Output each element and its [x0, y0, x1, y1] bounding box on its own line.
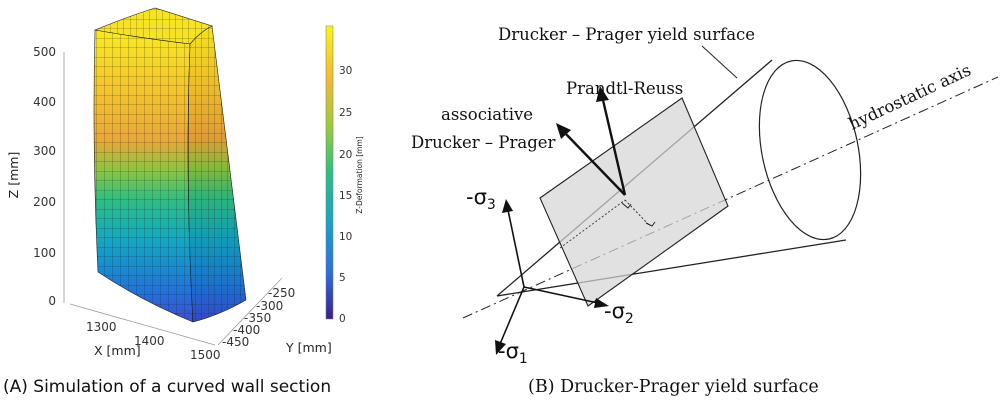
prandtl-reuss-label: Prandtl-Reuss — [566, 79, 683, 98]
dotted-projection — [559, 199, 626, 249]
stress-axes — [495, 199, 609, 355]
yield-surface-label: Drucker – Prager yield surface — [498, 25, 755, 44]
z-tick: 500 — [33, 45, 56, 59]
panel-a: 0 100 200 300 400 500 Z [mm] 1300 1400 1… — [3, 7, 364, 397]
right-angle-mark — [621, 202, 632, 209]
x-axis-line — [69, 303, 216, 346]
sigma1-arrowhead — [495, 340, 506, 355]
y-tick: -300 — [256, 299, 283, 313]
colorbar: 0 5 10 15 20 25 30 Z-Deformation [mm] — [325, 25, 364, 325]
y-tick: -450 — [222, 335, 249, 349]
wall-side-grid — [188, 26, 246, 322]
y-axis: -250 -300 -350 -400 -450 Y [mm] — [217, 277, 332, 355]
colorbar-label: Z-Deformation [mm] — [355, 136, 364, 213]
deviatoric-plane — [539, 97, 729, 307]
y-tick: -400 — [233, 323, 260, 337]
x-tick: 1300 — [86, 320, 117, 334]
drucker-prager-label: Drucker – Prager — [411, 133, 556, 152]
panel-b: -σ3 -σ2 -σ1 Drucker – Prager yield surfa… — [411, 25, 999, 397]
wall-top-grid — [95, 8, 212, 44]
hydrostatic-axis-label: hydrostatic axis — [846, 60, 974, 133]
wall-mesh — [93, 7, 247, 323]
colorbar-tick: 5 — [339, 272, 346, 284]
colorbar-tick: 0 — [339, 313, 346, 325]
sigma2-axis — [523, 286, 599, 304]
x-tick: 1400 — [134, 334, 165, 348]
right-angle-mark — [645, 221, 656, 227]
y-axis-label: Y [mm] — [285, 340, 332, 355]
z-tick: 100 — [33, 246, 56, 260]
z-axis-label: Z [mm] — [6, 152, 21, 199]
sigma3-label: -σ3 — [466, 185, 496, 213]
z-tick: 0 — [48, 294, 56, 308]
z-axis: 0 100 200 300 400 500 Z [mm] — [6, 45, 65, 308]
colorbar-tick: 25 — [339, 107, 352, 119]
y-tick: -250 — [268, 286, 295, 300]
sigma3-arrowhead — [502, 199, 513, 213]
prandtl-reuss-arrowhead — [596, 86, 609, 102]
prandtl-reuss-arrow — [601, 99, 627, 196]
sigma2-label: -σ2 — [604, 299, 634, 327]
z-tick: 400 — [33, 95, 56, 109]
hydrostatic-axis-line — [462, 76, 999, 319]
cone-base-ellipse — [758, 59, 862, 241]
y-axis-line — [217, 277, 283, 346]
caption-a: (A) Simulation of a curved wall section — [3, 377, 331, 397]
associative-arrow — [564, 132, 626, 196]
z-tick: 300 — [33, 144, 56, 158]
x-axis: 1300 1400 1500 X [mm] — [69, 303, 221, 362]
colorbar-tick: 20 — [339, 149, 352, 161]
yield-surface-leader — [701, 45, 738, 79]
wall-front-grid — [94, 30, 193, 322]
associative-arrowhead — [556, 123, 571, 139]
sigma2-arrowhead — [594, 298, 609, 308]
colorbar-tick: 15 — [339, 190, 352, 202]
caption-b: (B) Drucker-Prager yield surface — [528, 377, 819, 397]
x-axis-label: X [mm] — [94, 343, 141, 358]
y-tick: -350 — [244, 311, 271, 325]
sigma1-label: -σ1 — [498, 339, 528, 367]
associative-label: associative — [441, 105, 533, 124]
colorbar-tick: 10 — [339, 231, 352, 243]
x-tick: 1500 — [190, 348, 221, 362]
sigma3-axis — [507, 209, 525, 288]
cone-lower-edge — [496, 239, 847, 297]
flow-arrows — [556, 86, 627, 196]
sigma1-axis — [499, 286, 525, 345]
z-tick: 200 — [33, 195, 56, 209]
colorbar-gradient — [325, 25, 334, 320]
colorbar-tick: 30 — [339, 65, 352, 77]
